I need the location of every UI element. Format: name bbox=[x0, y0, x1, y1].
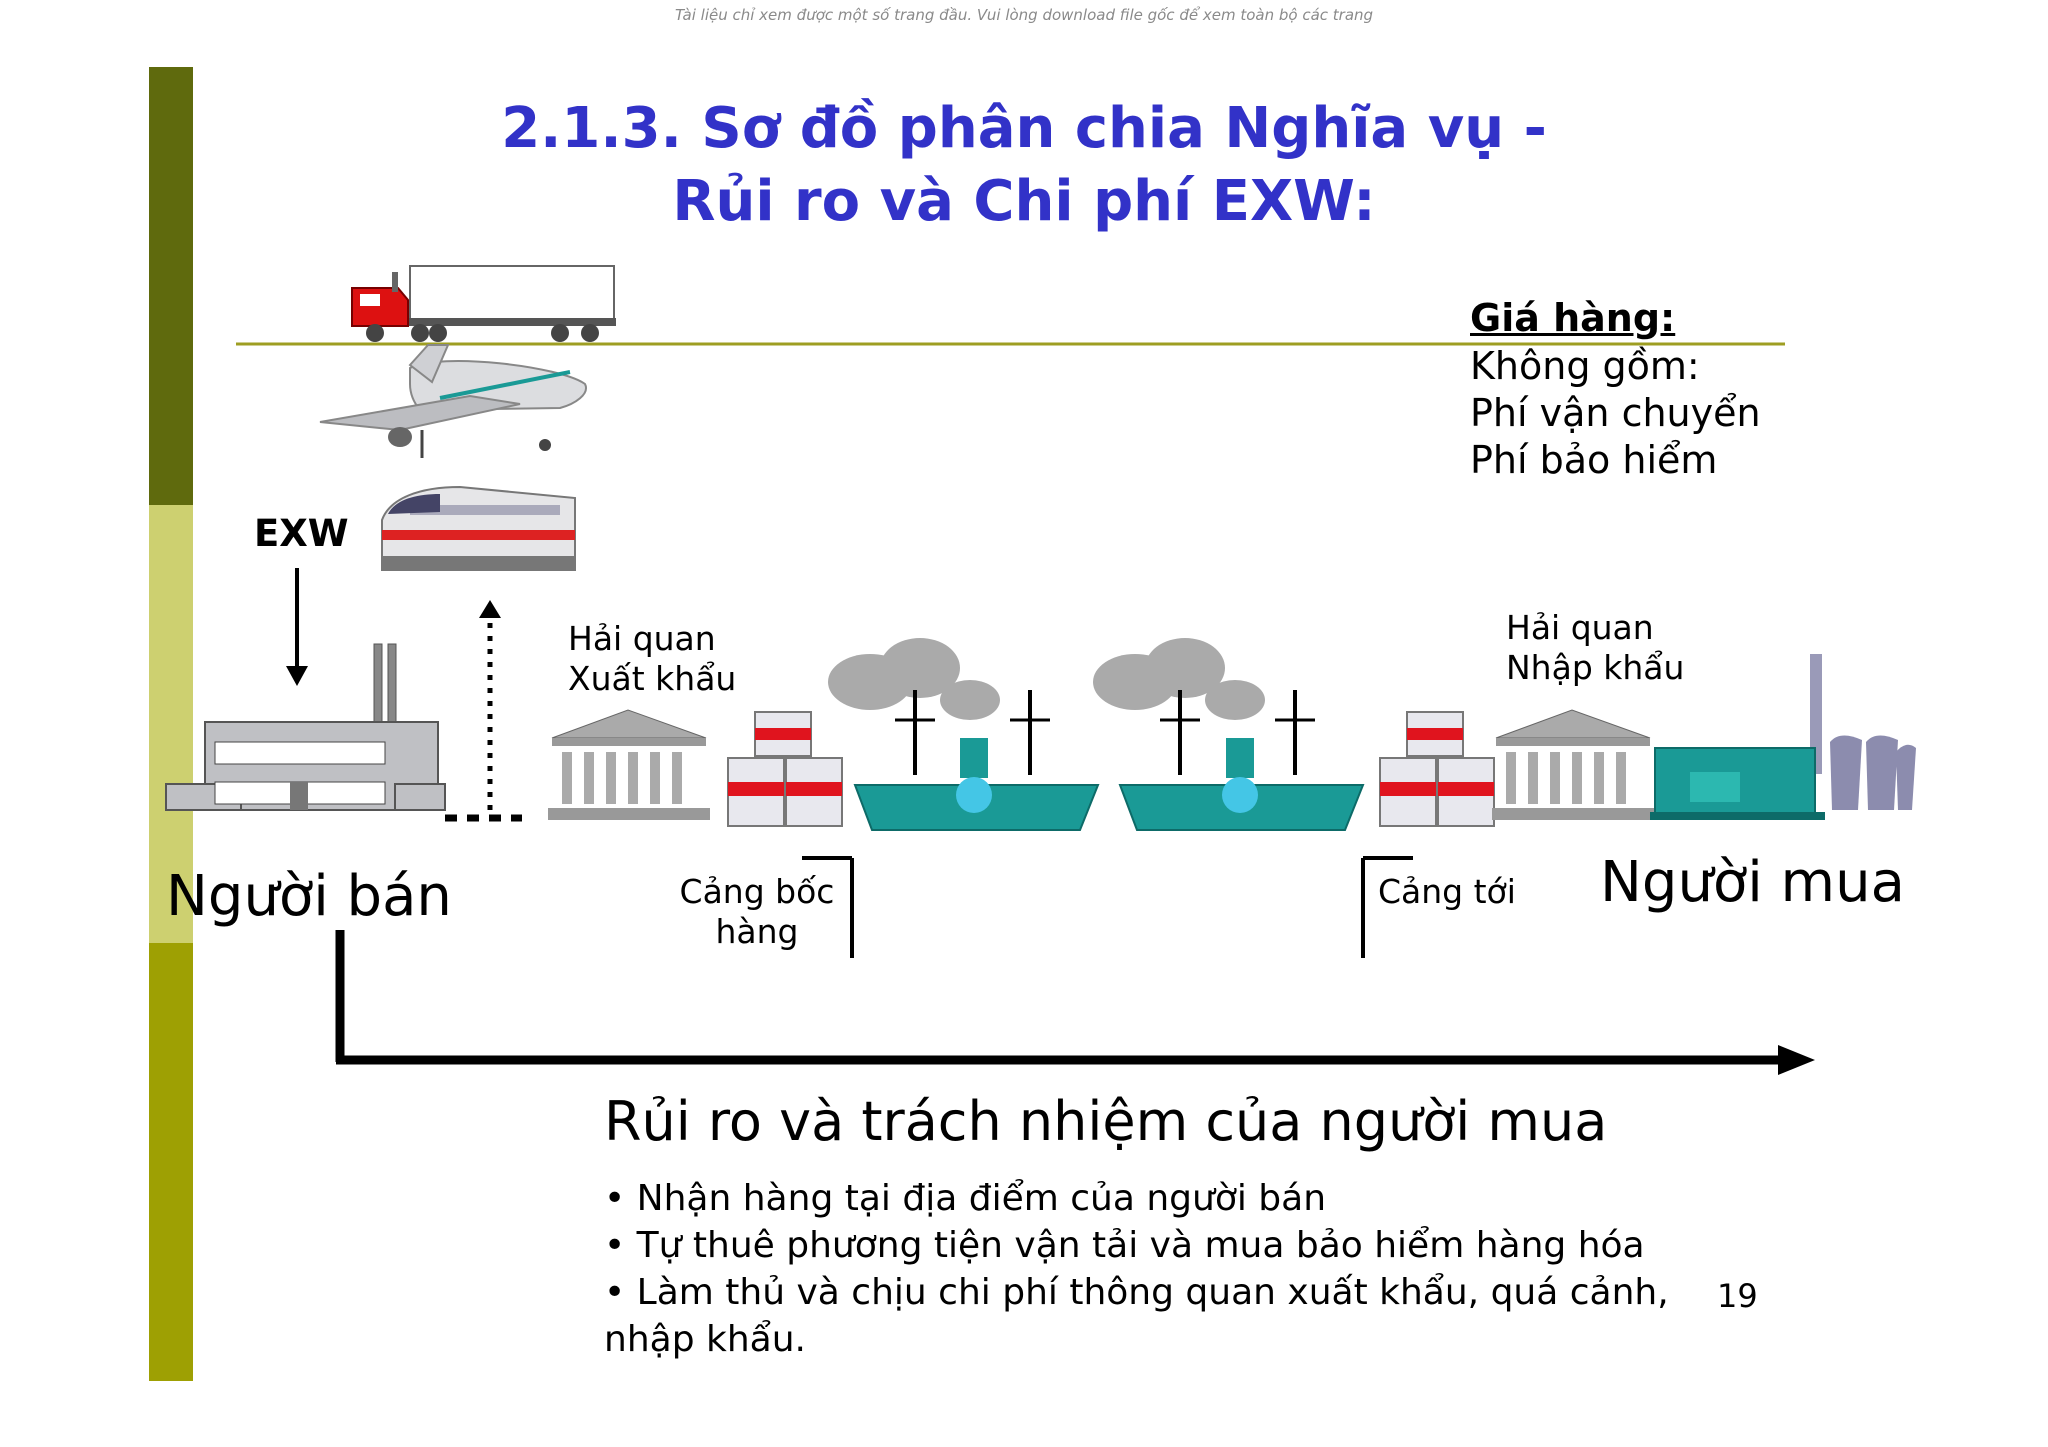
power-plant-icon bbox=[1650, 654, 1916, 820]
truck-icon bbox=[351, 265, 616, 342]
exw-arrow-head bbox=[286, 666, 308, 686]
risk-arrow-head bbox=[1778, 1045, 1815, 1075]
loading-port-label: Cảng bốc hàng bbox=[672, 872, 842, 952]
price-line-1: Không gồm: bbox=[1470, 344, 1700, 388]
airplane-icon bbox=[319, 344, 587, 458]
price-line-3: Phí bảo hiểm bbox=[1470, 438, 1718, 482]
train-icon bbox=[381, 485, 576, 571]
price-line-2: Phí vận chuyển bbox=[1470, 391, 1761, 435]
export-customs-building-icon bbox=[548, 709, 710, 820]
side-bar-top bbox=[149, 67, 193, 505]
destination-port-label: Cảng tới bbox=[1378, 872, 1516, 911]
seller-label: Người bán bbox=[166, 864, 452, 929]
ship-icon-1 bbox=[828, 638, 1100, 831]
title-line-2: Rủi ro và Chi phí EXW: bbox=[672, 169, 1376, 234]
export-customs-label: Hải quan Xuất khẩu bbox=[568, 619, 736, 699]
import-customs-line-1: Hải quan bbox=[1506, 608, 1654, 647]
price-title: Giá hàng: bbox=[1470, 296, 1676, 340]
watermark-text: Tài liệu chỉ xem được một số trang đầu. … bbox=[674, 6, 1374, 24]
loading-port-line-2: hàng bbox=[715, 912, 799, 951]
dotted-arrow-head bbox=[479, 600, 501, 618]
slide-title: 2.1.3. Sơ đồ phân chia Nghĩa vụ - Rủi ro… bbox=[0, 92, 2048, 238]
import-customs-building-icon bbox=[1492, 709, 1654, 820]
loading-port-containers-icon bbox=[727, 711, 843, 827]
bullet-2: • Tự thuê phương tiện vận tải và mua bảo… bbox=[604, 1225, 1645, 1266]
title-line-1: 2.1.3. Sơ đồ phân chia Nghĩa vụ - bbox=[501, 96, 1547, 161]
bullet-3: • Làm thủ và chịu chi phí thông quan xuấ… bbox=[604, 1272, 1669, 1313]
loading-port-line-1: Cảng bốc bbox=[679, 872, 835, 911]
risk-title: Rủi ro và trách nhiệm của người mua bbox=[604, 1090, 1608, 1153]
bullet-3-continued: nhập khẩu. bbox=[604, 1319, 806, 1360]
factory-icon bbox=[165, 643, 446, 811]
page-number: 19 bbox=[1717, 1277, 1758, 1315]
buyer-label: Người mua bbox=[1600, 850, 1905, 915]
side-bar-middle bbox=[149, 505, 193, 943]
destination-port-containers-icon bbox=[1379, 711, 1495, 827]
exw-label: EXW bbox=[254, 512, 349, 555]
import-customs-label: Hải quan Nhập khẩu bbox=[1506, 608, 1684, 688]
bullet-1: • Nhận hàng tại địa điểm của người bán bbox=[604, 1178, 1327, 1219]
import-customs-line-2: Nhập khẩu bbox=[1506, 648, 1685, 687]
export-customs-line-1: Hải quan bbox=[568, 619, 716, 658]
export-customs-line-2: Xuất khẩu bbox=[568, 659, 737, 698]
side-bar-bottom bbox=[149, 943, 193, 1381]
ship-icon-2 bbox=[1093, 638, 1365, 831]
